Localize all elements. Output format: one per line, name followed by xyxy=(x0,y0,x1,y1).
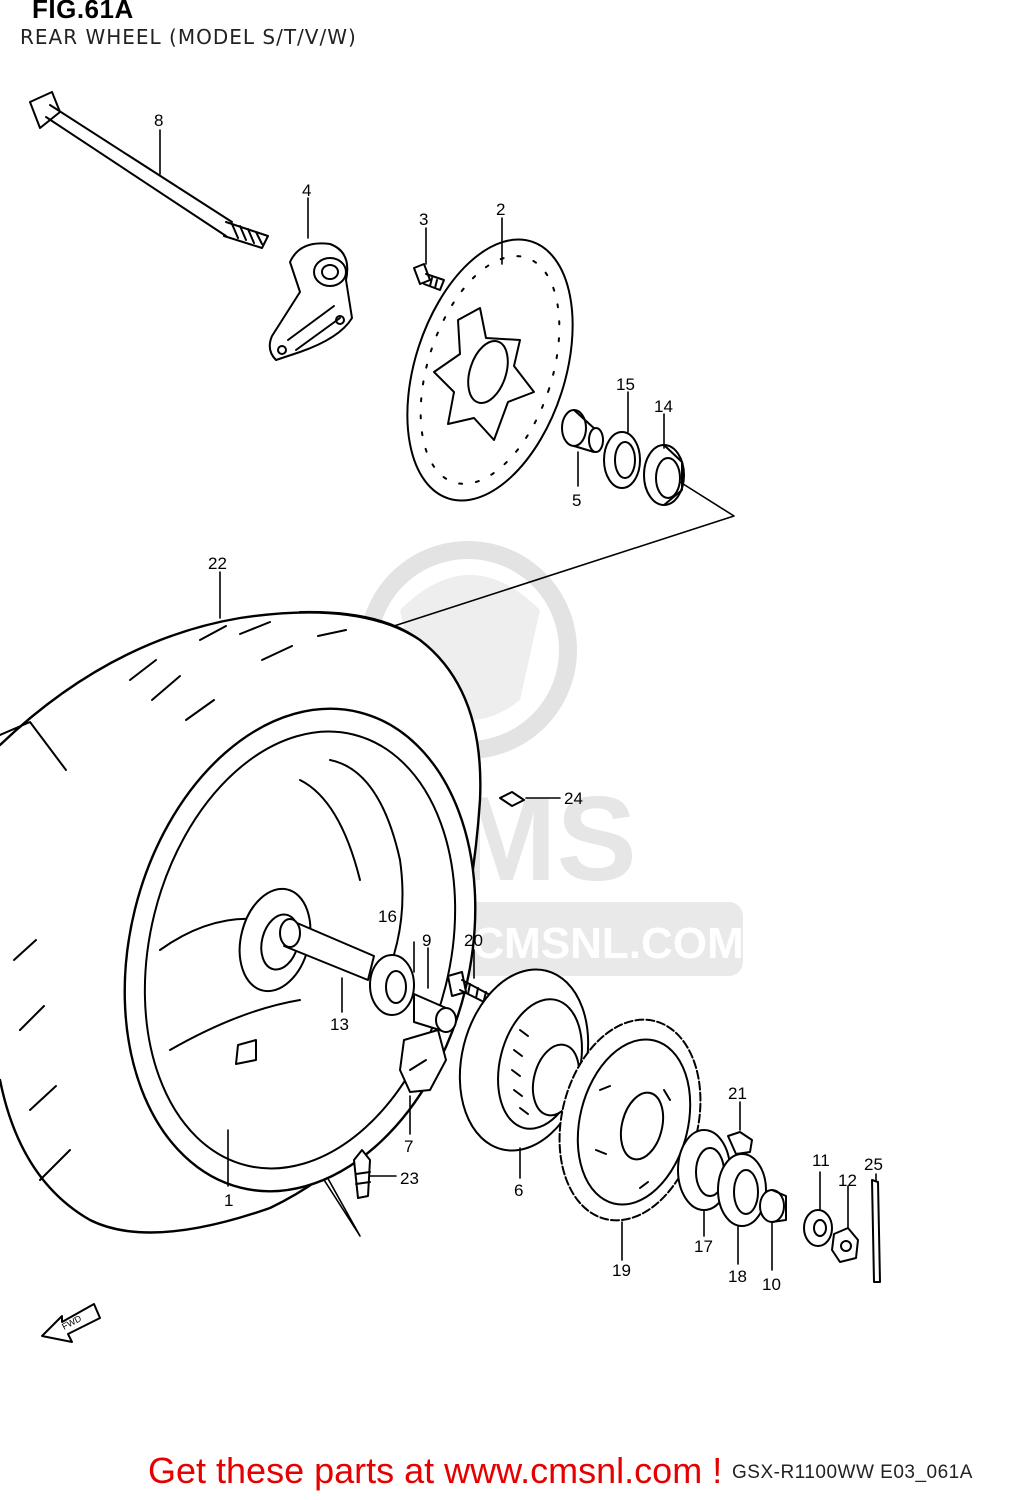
part-disc-bolt xyxy=(413,263,445,291)
part-caliper-bracket xyxy=(268,242,353,361)
callout-19: 19 xyxy=(612,1261,631,1280)
callout-4: 4 xyxy=(302,181,311,200)
part-spacer xyxy=(561,409,604,453)
fwd-arrow-icon: FWD xyxy=(41,1303,101,1343)
callout-13: 13 xyxy=(330,1015,349,1034)
callout-15: 15 xyxy=(616,375,635,394)
part-balancer xyxy=(499,791,525,807)
callout-17: 17 xyxy=(694,1237,713,1256)
part-brake-disc xyxy=(406,238,574,502)
part-sprocket-nut xyxy=(727,1131,753,1155)
callout-1: 1 xyxy=(224,1191,233,1210)
callout-25: 25 xyxy=(864,1155,883,1174)
callout-7: 7 xyxy=(404,1137,413,1156)
part-axle xyxy=(29,91,269,249)
model-code: GSX-R1100WW E03_061A xyxy=(732,1462,973,1483)
callout-10: 10 xyxy=(762,1275,781,1294)
part-oil-seal xyxy=(603,431,641,489)
callout-22: 22 xyxy=(208,554,227,573)
figure-title: FIG.61A xyxy=(32,0,134,24)
callout-leaders xyxy=(159,129,877,1271)
callout-3: 3 xyxy=(419,210,428,229)
part-spacer-10 xyxy=(759,1189,787,1223)
callout-21: 21 xyxy=(728,1084,747,1103)
part-damper xyxy=(413,993,457,1033)
part-hub-spacer-bearing xyxy=(279,918,415,1016)
callout-14: 14 xyxy=(654,397,673,416)
callout-2: 2 xyxy=(496,200,505,219)
part-washer xyxy=(803,1209,833,1247)
part-cotter-pin xyxy=(871,1179,881,1283)
callout-labels: 8 4 3 2 15 14 5 22 24 16 9 20 13 21 7 11… xyxy=(154,111,883,1294)
part-oil-seal-18 xyxy=(717,1153,767,1227)
part-sprocket-bolt xyxy=(447,971,493,1005)
callout-18: 18 xyxy=(728,1267,747,1286)
callout-11: 11 xyxy=(812,1151,830,1170)
callout-8: 8 xyxy=(154,111,163,130)
part-valve xyxy=(353,1149,371,1199)
part-bearing-14 xyxy=(643,444,685,506)
callout-23: 23 xyxy=(400,1169,419,1188)
part-cushion-rubber xyxy=(399,1029,447,1093)
callout-5: 5 xyxy=(572,491,581,510)
callout-24: 24 xyxy=(564,789,583,808)
part-sprocket xyxy=(558,1018,702,1222)
part-axle-nut xyxy=(831,1227,859,1263)
callout-16: 16 xyxy=(378,907,397,926)
callout-9: 9 xyxy=(422,931,431,950)
callout-6: 6 xyxy=(514,1181,523,1200)
buy-parts-link[interactable]: Get these parts at www.cmsnl.com ! xyxy=(148,1450,723,1491)
figure-subtitle: REAR WHEEL (MODEL S/T/V/W) xyxy=(20,25,357,49)
callout-20: 20 xyxy=(464,931,483,950)
callout-12: 12 xyxy=(838,1171,857,1190)
